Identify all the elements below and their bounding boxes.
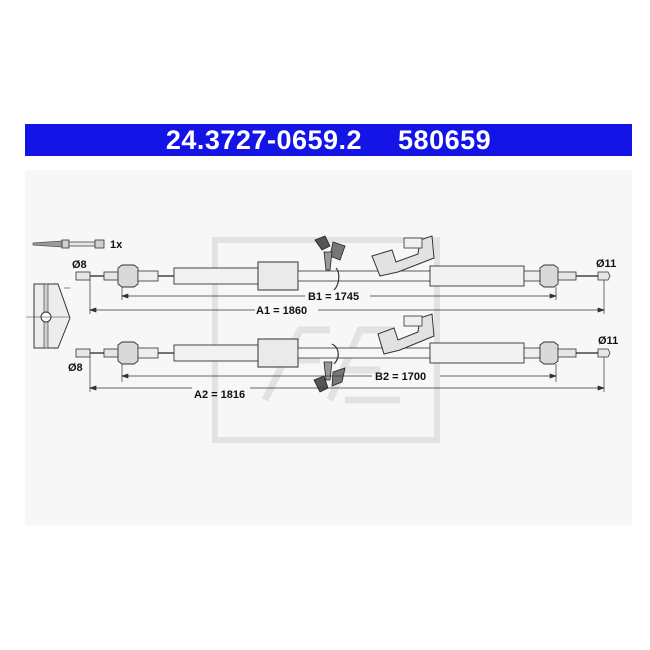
cable-1-dim-a-line xyxy=(88,280,606,314)
cable-1-left-diameter: Ø8 xyxy=(72,259,87,271)
cable-2-right-diameter: Ø11 xyxy=(598,335,618,347)
cable-1-dim-b-line xyxy=(120,287,558,300)
accessory-quantity: 1x xyxy=(110,239,123,251)
cable-1-dim-b: B1 = 1745 xyxy=(308,291,359,303)
cable-2-dim-b: B2 = 1700 xyxy=(375,371,426,383)
reference-number: 580659 xyxy=(398,124,492,155)
cable-2-dim-a-line xyxy=(88,357,606,392)
mounting-bracket-icon xyxy=(26,283,71,349)
cable-tie-icon xyxy=(32,239,105,249)
cable-1-dim-a: A1 = 1860 xyxy=(256,305,307,317)
cable-1 xyxy=(75,235,611,291)
cable-2 xyxy=(75,313,611,393)
cable-2-dim-b-line xyxy=(120,364,558,382)
header-bar: 24.3727-0659.2 580659 xyxy=(25,124,632,156)
cable-2-dim-a: A2 = 1816 xyxy=(194,389,245,401)
cable-2-left-diameter: Ø8 xyxy=(68,362,83,374)
part-number: 24.3727-0659.2 xyxy=(165,124,363,155)
cable-1-right-diameter: Ø11 xyxy=(596,258,616,270)
